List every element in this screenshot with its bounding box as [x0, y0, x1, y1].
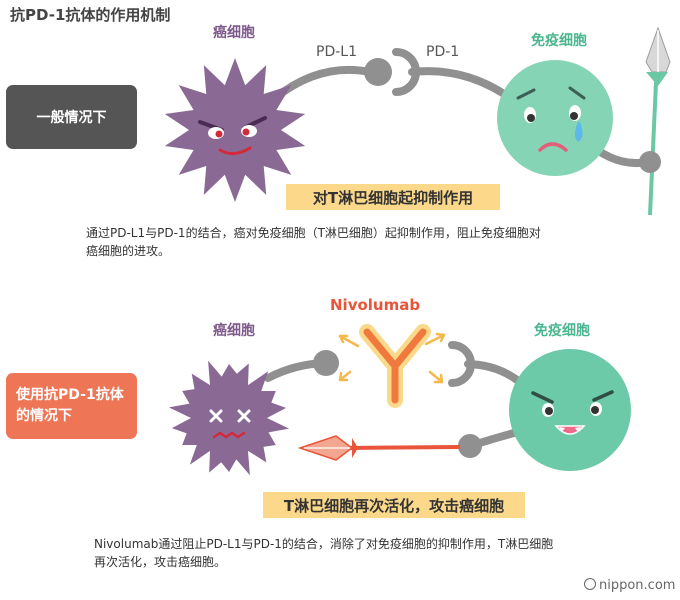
cancer-cell-defeated-mouth [212, 431, 246, 439]
effect-banner-attack: T淋巴细胞再次活化，攻击癌细胞 [263, 492, 525, 518]
immune-cell-determined [509, 349, 631, 471]
caption-normal: 通过PD-L1与PD-1的结合，癌对免疫细胞（T淋巴细胞）起抑制作用，阻止免疫细… [86, 224, 666, 260]
caption-antibody-line2: 再次活化，攻击癌细胞。 [94, 555, 227, 569]
pd-l1-ball-2 [313, 350, 339, 376]
pd-1-label: PD-1 [426, 44, 460, 60]
brand-text: nippon.com [599, 578, 676, 593]
effect-banner-inhibit: 对T淋巴细胞起抑制作用 [286, 184, 500, 210]
pd-l1-ball [364, 58, 392, 86]
immune-cell-hand [458, 434, 482, 458]
case-antibody-label-line1: 使用抗PD-1抗体 [16, 387, 124, 403]
immune-cell-label: 免疫细胞 [531, 33, 587, 49]
cancer-cell-angry [164, 58, 306, 202]
immune-cell-determined-face [531, 390, 614, 435]
caption-normal-line2: 癌细胞的进攻。 [86, 244, 171, 258]
scenario1-graphics [164, 26, 671, 216]
immune-cell-sad-face [516, 86, 586, 152]
caption-normal-line1: 通过PD-L1与PD-1的结合，癌对免疫细胞（T淋巴细胞）起抑制作用，阻止免疫细… [86, 226, 541, 240]
cancer-cell-angry-face [198, 116, 267, 155]
case-antibody-label: 使用抗PD-1抗体 的情况下 [6, 373, 137, 439]
cancer-cell-label-2: 癌细胞 [213, 323, 255, 339]
spear-icon [639, 26, 671, 216]
scenario2-graphics [168, 324, 631, 476]
immune-cell-label-2: 免疫细胞 [534, 323, 590, 339]
case-antibody-label-line2: 的情况下 [16, 408, 72, 424]
cancer-cell-label: 癌细胞 [213, 25, 255, 41]
pd-1-connector-line-2 [464, 360, 526, 388]
cancer-cell-defeated-face [209, 409, 251, 423]
immune-cell-sad [497, 60, 613, 176]
page-title: 抗PD-1抗体的作用机制 [10, 6, 171, 24]
spear-attack-icon [297, 435, 461, 461]
cancer-cell-defeated [168, 360, 290, 476]
nivolumab-antibody-icon [359, 324, 431, 408]
caption-antibody-line1: Nivolumab通过阻止PD-L1与PD-1的结合，消除了对免疫细胞的抑制作用… [94, 537, 554, 551]
case-normal-label: 一般情况下 [6, 85, 137, 149]
motion-arrows [338, 332, 446, 384]
tear-drop [575, 122, 583, 142]
brand-mark-icon [584, 578, 596, 590]
nivolumab-label: Nivolumab [330, 296, 421, 314]
brand-logo: nippon.com [584, 578, 675, 593]
pd-l1-connector-line [271, 65, 374, 102]
caption-antibody: Nivolumab通过阻止PD-L1与PD-1的结合，消除了对免疫细胞的抑制作用… [94, 535, 664, 571]
pd-l1-label: PD-L1 [316, 44, 357, 60]
